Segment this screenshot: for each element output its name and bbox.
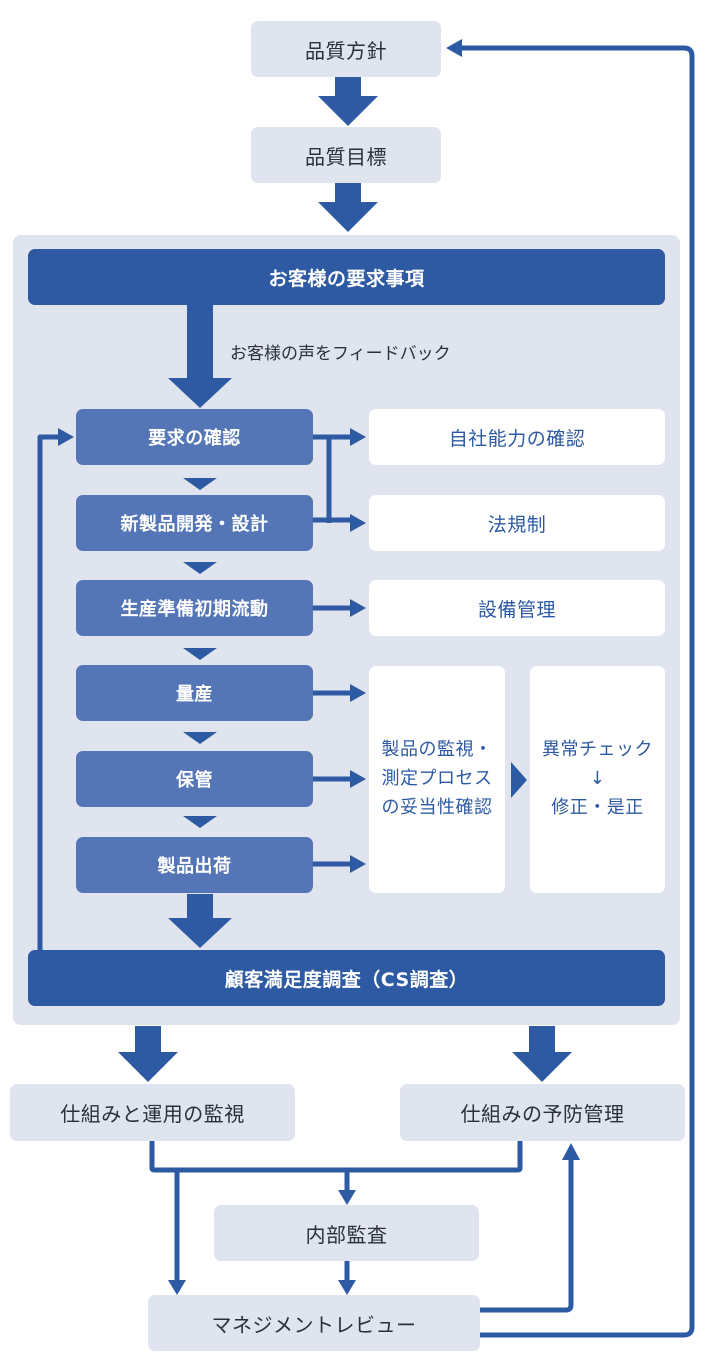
monitoring-line-3: の妥当性確認	[381, 796, 493, 818]
feedback-label: お客様の声をフィードバック	[230, 344, 451, 364]
arrow-shipping-to-survey	[168, 894, 232, 948]
arrow-to-audit-head	[338, 1190, 356, 1205]
step-shipping: 製品出荷	[76, 837, 313, 893]
line-review-to-prevention	[480, 1158, 574, 1313]
arrow-header-to-request	[168, 305, 232, 408]
quality-objectives-box: 品質目標	[251, 127, 441, 183]
arrow-panel-to-monitoring	[118, 1026, 178, 1082]
monitoring-validation-box: 製品の監視・ 測定プロセス の妥当性確認	[369, 666, 505, 893]
equipment-management-box: 設備管理	[369, 580, 665, 636]
abnormal-arrow: ↓	[589, 768, 606, 790]
regulation-box: 法規制	[369, 495, 665, 551]
arrow-step-1-2	[183, 478, 217, 490]
monitoring-line-2: 測定プロセス	[381, 768, 493, 790]
arrow-shipping-head	[350, 855, 366, 873]
arrow-audit-to-review-head	[338, 1280, 356, 1295]
abnormal-line-2: 修正・是正	[551, 796, 644, 818]
internal-audit-box: 内部監査	[214, 1205, 479, 1261]
monitoring-line-1: 製品の監視・	[381, 739, 493, 761]
capability-check-box: 自社能力の確認	[369, 409, 665, 465]
arrow-step-5-6	[183, 816, 217, 828]
step-mass-production: 量産	[76, 665, 313, 721]
line-monitoring-prevention-to-audit	[149, 1141, 523, 1192]
arrow-step-3-4	[183, 648, 217, 660]
abnormal-check-box: 異常チェック ↓ 修正・是正	[530, 666, 665, 893]
arrow-review-to-prevention-head	[562, 1143, 580, 1160]
arrow-policy-to-objectives	[318, 77, 378, 126]
arrow-mass-head	[350, 684, 366, 702]
management-review-box: マネジメントレビュー	[148, 1295, 480, 1351]
arrow-review-to-policy-head	[446, 39, 462, 57]
arrow-capability-head	[350, 428, 366, 446]
system-monitoring-box: 仕組みと運用の監視	[10, 1084, 295, 1141]
line-feedback-loop	[37, 434, 60, 952]
arrow-monitoring-to-review-head	[168, 1280, 186, 1295]
arrow-feedback-loop-head	[58, 428, 74, 446]
customer-requirements-header: お客様の要求事項	[28, 249, 665, 305]
abnormal-line-1: 異常チェック	[542, 739, 653, 761]
arrow-monitoring-to-abnormal	[511, 762, 527, 798]
step-requirement-review: 要求の確認	[76, 409, 313, 465]
arrow-regulation-head	[350, 514, 366, 532]
arrow-equipment-head	[350, 599, 366, 617]
line-request-branch	[313, 434, 352, 523]
system-prevention-box: 仕組みの予防管理	[400, 1084, 685, 1141]
step-production-preparation: 生産準備初期流動	[76, 580, 313, 636]
step-storage: 保管	[76, 751, 313, 807]
arrow-panel-to-prevention	[512, 1026, 572, 1082]
customer-satisfaction-survey-footer: 顧客満足度調査（CS調査）	[28, 950, 665, 1006]
quality-policy-box: 品質方針	[251, 21, 441, 77]
arrow-objectives-to-panel	[318, 183, 378, 232]
arrow-step-4-5	[183, 732, 217, 744]
arrow-step-2-3	[183, 562, 217, 574]
step-new-product-development: 新製品開発・設計	[76, 495, 313, 551]
line-review-to-policy	[460, 45, 695, 1338]
arrow-storage-head	[350, 770, 366, 788]
